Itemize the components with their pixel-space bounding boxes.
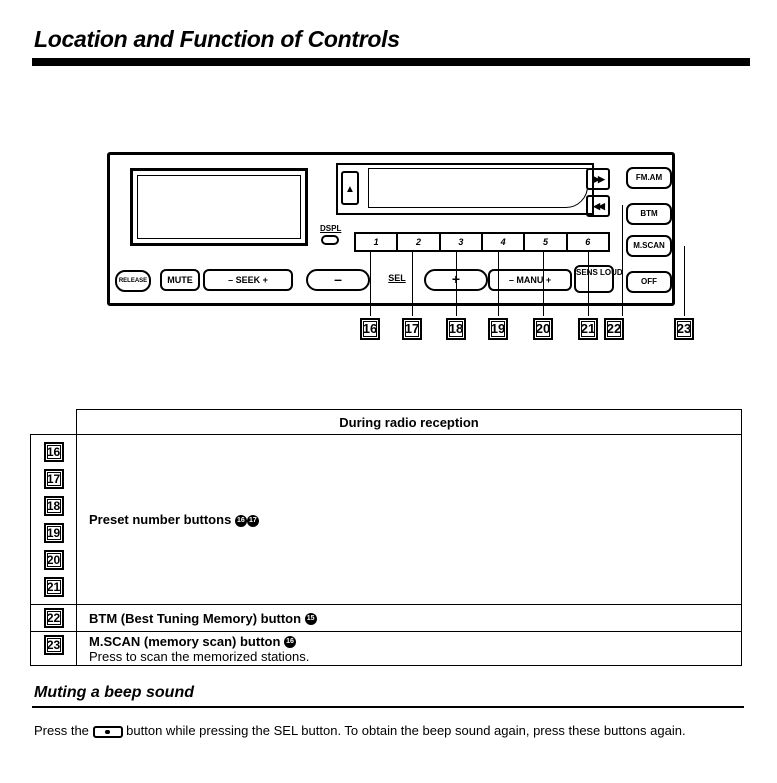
- preset-button-5: 5: [525, 234, 568, 250]
- mscan-number-cell: 23: [30, 631, 77, 666]
- callout-19: 19: [488, 318, 508, 340]
- dspl-button: [321, 235, 339, 245]
- beep-button-icon: [92, 725, 123, 738]
- ref-badge: 17: [246, 514, 259, 527]
- leader-line-20: [543, 250, 544, 316]
- mscan-button: M.SCAN: [626, 235, 672, 257]
- muting-text-before: Press the: [34, 723, 89, 738]
- dspl-label: DSPL: [320, 224, 342, 233]
- btm-number-cell: 22: [30, 604, 77, 632]
- callout-18: 18: [446, 318, 466, 340]
- muting-paragraph: Press the button while pressing the SEL …: [34, 722, 744, 740]
- fm-am-button: FM.AM: [626, 167, 672, 189]
- muting-text-after: button while pressing the SEL button. To…: [126, 723, 686, 738]
- leader-line-23: [684, 246, 685, 316]
- mscan-desc-cell: M.SCAN (memory scan) button 16 Press to …: [76, 631, 742, 666]
- preset-button-3: 3: [441, 234, 483, 250]
- num-18: 18: [43, 496, 64, 516]
- section-rule: [32, 706, 744, 708]
- preset-button-row: 1 2 3 4 5 6: [354, 232, 610, 252]
- preset-button-4: 4: [483, 234, 526, 250]
- controls-table: During radio reception 16 17 18 19 20 21…: [30, 409, 742, 666]
- rewind-button: ◀◀: [586, 195, 610, 217]
- cassette-slot: [368, 168, 588, 208]
- mscan-sub: Press to scan the memorized stations.: [89, 648, 310, 664]
- num-19: 19: [43, 523, 64, 543]
- num-20: 20: [43, 550, 64, 570]
- preset-button-6: 6: [585, 237, 591, 247]
- table-corner: [30, 409, 77, 435]
- btm-desc-cell: BTM (Best Tuning Memory) button 15: [76, 604, 742, 632]
- preset-desc: Preset number buttons: [89, 512, 232, 527]
- callout-16: 16: [360, 318, 380, 340]
- off-button: OFF: [626, 271, 672, 293]
- callout-17: 17: [402, 318, 422, 340]
- ref-badge: 16: [284, 636, 297, 649]
- seek-button: – SEEK +: [203, 269, 293, 291]
- num-21: 21: [43, 577, 64, 597]
- num-16: 16: [43, 442, 64, 462]
- preset-button-1: 1: [356, 234, 399, 250]
- leader-line-16: [370, 250, 371, 316]
- manual-tune-button: – MANU +: [488, 269, 572, 291]
- release-button: RELEASE: [115, 270, 151, 292]
- fast-forward-button: ▶▶: [586, 168, 610, 190]
- preset-numbers-cell: 16 17 18 19 20 21: [30, 434, 77, 605]
- table-header: During radio reception: [76, 409, 742, 435]
- btm-button: BTM: [626, 203, 672, 225]
- eject-icon: ▲: [341, 171, 359, 205]
- leader-line-17: [412, 250, 413, 316]
- callout-22: 22: [604, 318, 624, 340]
- callout-21: 21: [578, 318, 598, 340]
- callout-20: 20: [533, 318, 553, 340]
- num-22: 22: [43, 608, 64, 628]
- volume-down-button: –: [306, 269, 370, 291]
- leader-line-19: [498, 250, 499, 316]
- title-rule: [32, 58, 750, 66]
- cassette-door: ▲: [336, 163, 594, 215]
- mute-button: MUTE: [160, 269, 200, 291]
- ref-badge: 15: [304, 613, 317, 626]
- btm-desc: BTM (Best Tuning Memory) button: [89, 610, 302, 626]
- sens-loud-button: SENS LOUD: [574, 265, 623, 293]
- radio-unit-diagram: ▲ ▶▶ ◀◀ FM.AM BTM M.SCAN OFF DSPL 1 2 3 …: [107, 152, 675, 306]
- callout-23: 23: [674, 318, 694, 340]
- leader-line-22: [622, 205, 623, 316]
- mscan-desc: M.SCAN (memory scan) button: [89, 633, 281, 649]
- ref-badge: 16: [234, 514, 247, 527]
- leader-line-18: [456, 250, 457, 316]
- leader-line-21: [588, 250, 589, 316]
- num-17: 17: [43, 469, 64, 489]
- preset-button-2: 2: [398, 234, 441, 250]
- section-heading: Muting a beep sound: [34, 684, 194, 701]
- num-23: 23: [43, 635, 64, 655]
- page-title: Location and Function of Controls: [34, 26, 400, 52]
- sel-button: SEL: [388, 273, 406, 283]
- display-window: [130, 168, 308, 246]
